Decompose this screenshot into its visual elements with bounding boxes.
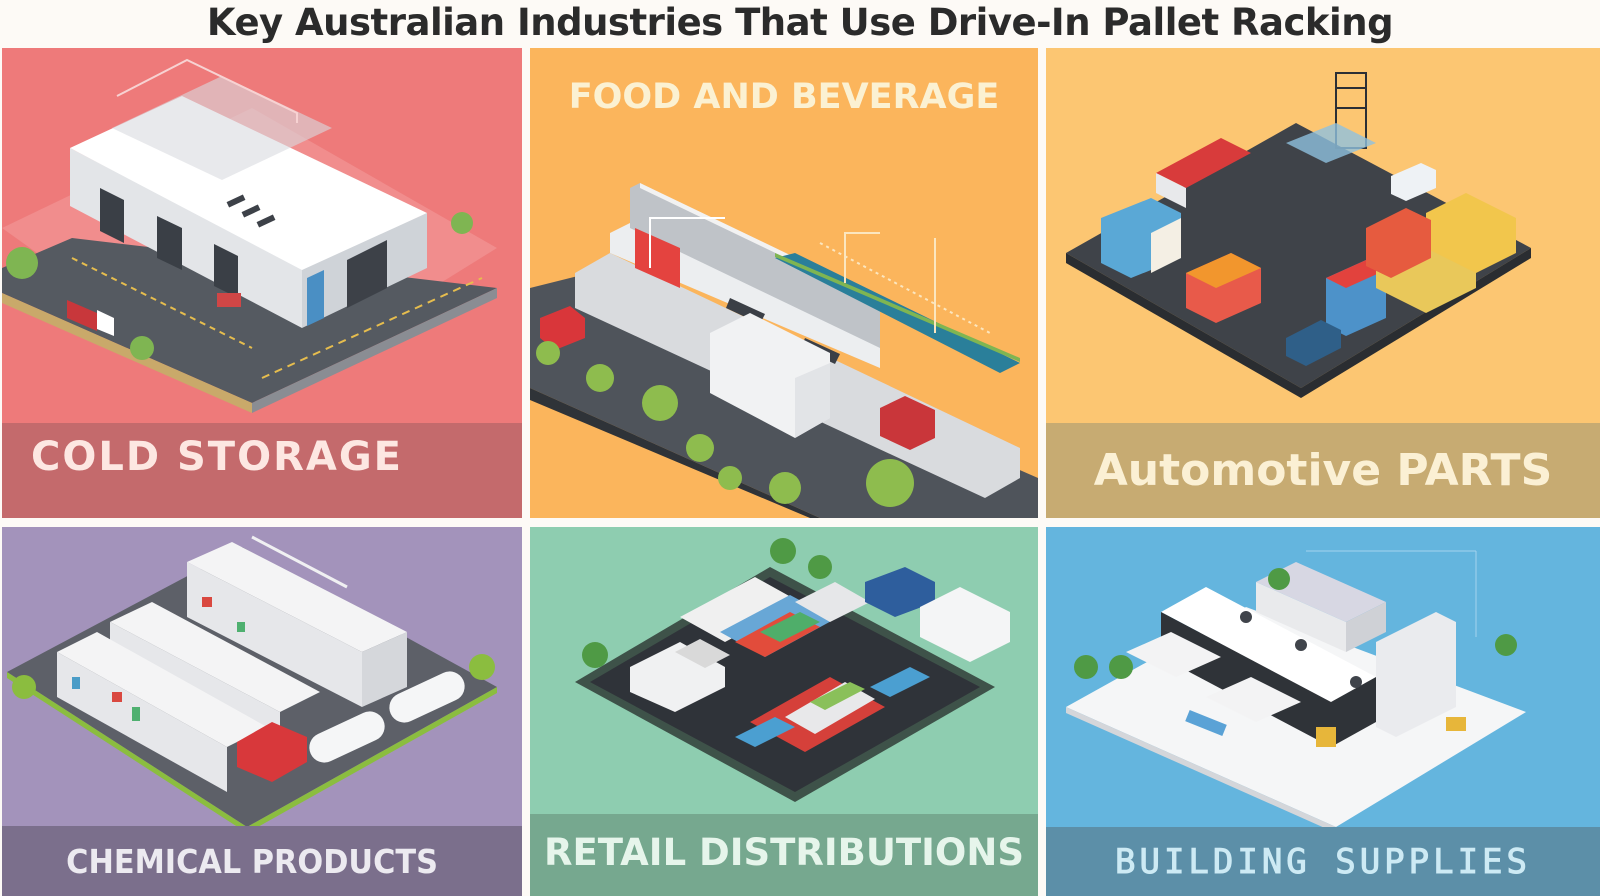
label-bar: COLD STORAGE — [2, 423, 522, 518]
label-bar: RETAIL DISTRIBUTIONS — [530, 814, 1038, 896]
panel-building-supplies: BUILDING SUPPLIES — [1046, 527, 1600, 896]
label-bar: Automotive PARTS — [1046, 423, 1600, 518]
panel-label: BUILDING SUPPLIES — [1115, 841, 1531, 882]
food-distribution-illustration — [530, 183, 1038, 518]
panel-food-and-beverage: FOOD AND BEVERAGE — [530, 48, 1038, 518]
panel-cold-storage: COLD STORAGE — [2, 48, 522, 518]
panel-automotive-parts: Automotive PARTS — [1046, 48, 1600, 518]
label-bar: BUILDING SUPPLIES — [1046, 827, 1600, 896]
panel-label: COLD STORAGE — [31, 433, 403, 480]
label-bar: CHEMICAL PRODUCTS — [2, 826, 522, 896]
panel-retail-distributions: RETAIL DISTRIBUTIONS — [530, 527, 1038, 896]
panel-label: FOOD AND BEVERAGE — [568, 77, 1000, 117]
retail-distribution-illustration — [575, 538, 1010, 802]
building-supplies-warehouse-illustration — [1066, 550, 1526, 833]
chemical-warehouse-illustration — [7, 535, 497, 833]
panel-label: RETAIL DISTRIBUTIONS — [544, 830, 1024, 874]
panel-chemical-products: CHEMICAL PRODUCTS — [2, 527, 522, 896]
cold-storage-warehouse-illustration — [2, 58, 497, 413]
panel-label: CHEMICAL PRODUCTS — [66, 841, 438, 881]
label-bar: FOOD AND BEVERAGE — [530, 48, 1038, 138]
page-title: Key Australian Industries That Use Drive… — [206, 1, 1394, 44]
automotive-yard-illustration — [1066, 72, 1531, 398]
panel-label: Automotive PARTS — [1093, 445, 1553, 496]
